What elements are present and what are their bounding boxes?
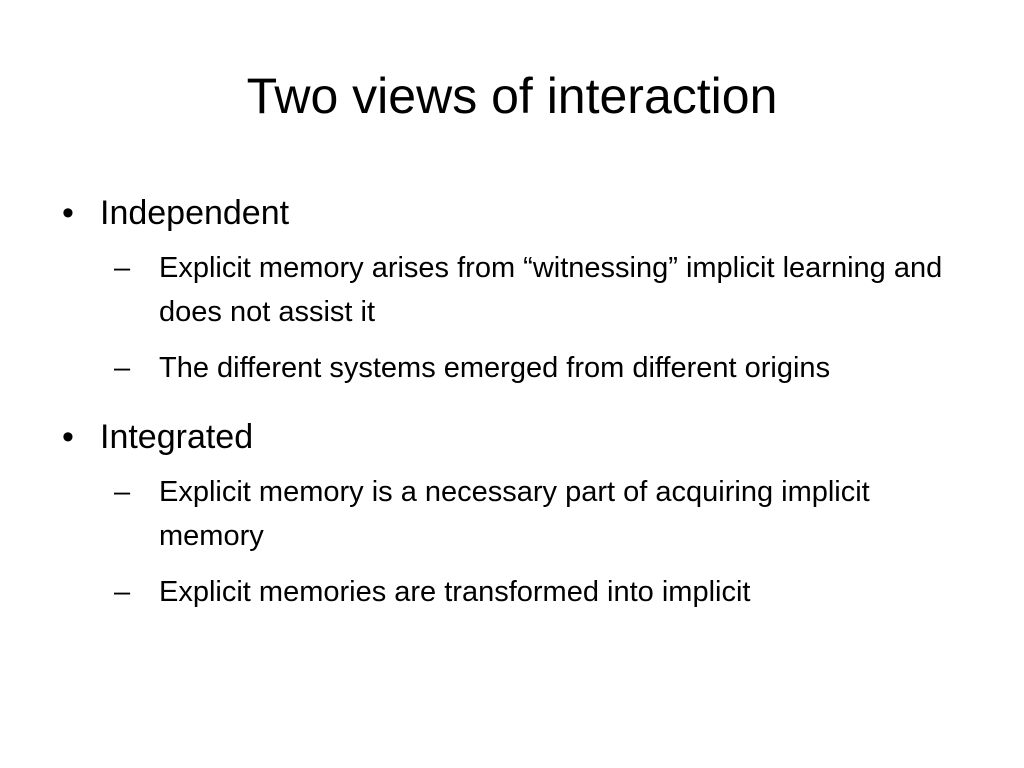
bullet-icon: • — [62, 194, 74, 232]
bullet-item-integrated: • Integrated – Explicit memory is a nece… — [62, 412, 962, 614]
slide-title: Two views of interaction — [246, 68, 778, 124]
sub-bullet-list: – Explicit memory arises from “witnessin… — [100, 246, 962, 390]
sub-bullet-list: – Explicit memory is a necessary part of… — [100, 470, 962, 614]
bullet-list: • Independent – Explicit memory arises f… — [62, 188, 962, 626]
bullet-label: Independent — [100, 194, 290, 232]
bullet-icon: • — [62, 418, 74, 456]
sub-bullet-text: Explicit memory arises from “witnessing”… — [159, 252, 943, 328]
sub-bullet-text: Explicit memories are transformed into i… — [159, 576, 751, 608]
dash-icon: – — [114, 576, 131, 608]
sub-bullet-item: – The different systems emerged from dif… — [114, 346, 959, 390]
sub-bullet-item: – Explicit memories are transformed into… — [114, 570, 959, 614]
sub-bullet-item: – Explicit memory arises from “witnessin… — [114, 246, 959, 334]
dash-icon: – — [114, 252, 131, 284]
dash-icon: – — [114, 352, 131, 384]
sub-bullet-text: The different systems emerged from diffe… — [159, 352, 831, 384]
sub-bullet-text: Explicit memory is a necessary part of a… — [159, 476, 870, 552]
bullet-label: Integrated — [100, 418, 254, 456]
sub-bullet-item: – Explicit memory is a necessary part of… — [114, 470, 959, 558]
bullet-item-independent: • Independent – Explicit memory arises f… — [62, 188, 962, 390]
dash-icon: – — [114, 476, 131, 508]
